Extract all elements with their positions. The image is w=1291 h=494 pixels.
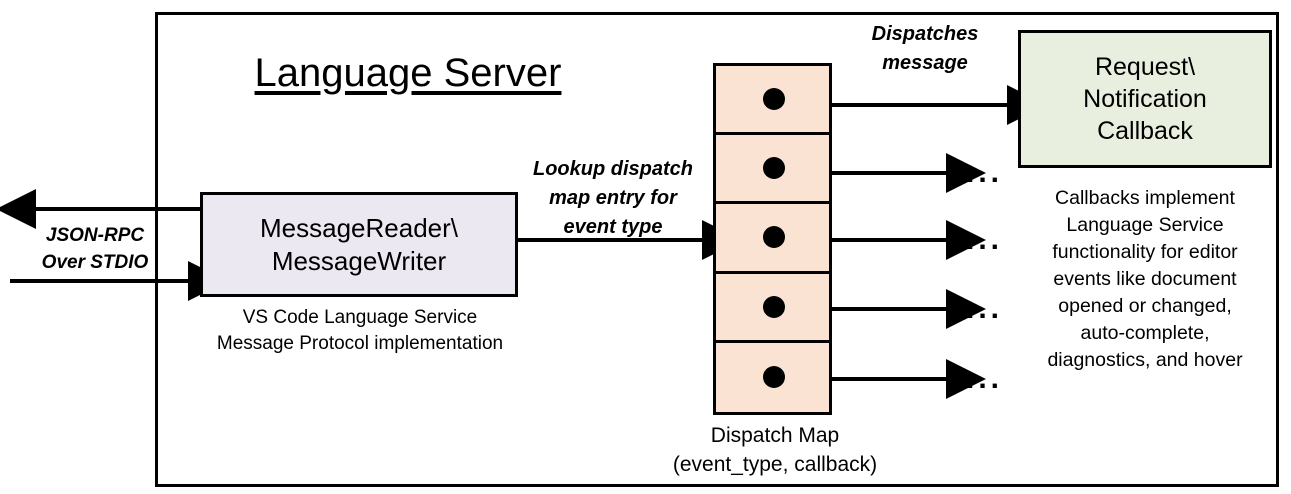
dispatch-row-2-ellipsis: ... xyxy=(966,156,1004,189)
callback-dot-icon xyxy=(763,366,785,389)
callback-caption-line1: Callbacks implement xyxy=(1055,187,1235,209)
callback-dot-icon xyxy=(763,157,785,180)
lookup-label-line2: map entry for xyxy=(549,187,677,209)
dispatch-label-line2: message xyxy=(882,52,968,74)
message-box-caption: VS Code Language Service Message Protoco… xyxy=(190,305,530,357)
dispatch-map-row[interactable] xyxy=(716,135,829,205)
message-box-line2: MessageWriter xyxy=(271,245,447,276)
callback-box-caption: Callbacks implement Language Service fun… xyxy=(1010,185,1280,374)
callback-dot-icon xyxy=(763,295,785,318)
dispatch-row-5-ellipsis: ... xyxy=(966,362,1004,395)
message-reader-writer-box[interactable]: MessageReader\ MessageWriter xyxy=(200,192,518,297)
callback-box-line3: Callback xyxy=(1097,117,1193,145)
callback-caption-line2: Language Service xyxy=(1066,214,1224,236)
jsonrpc-label-line1: JSON-RPC xyxy=(45,225,145,246)
lookup-label-line3: event type xyxy=(563,216,663,238)
dispatch-row-3-ellipsis: ... xyxy=(966,223,1004,256)
language-server-frame xyxy=(155,12,1279,487)
dispatch-edge-label: Dispatches message xyxy=(832,20,1018,78)
dispatch-row-4-ellipsis: ... xyxy=(966,292,1004,325)
callback-caption-line6: auto-complete, xyxy=(1080,322,1210,344)
callback-caption-line7: diagnostics, and hover xyxy=(1047,349,1243,371)
jsonrpc-stdio-label: JSON-RPC Over STDIO xyxy=(20,222,170,276)
callback-dot-icon xyxy=(763,88,785,111)
lookup-label-line1: Lookup dispatch xyxy=(533,158,693,180)
dispatch-map-table[interactable] xyxy=(713,63,832,415)
message-box-caption-line2: Message Protocol implementation xyxy=(216,333,504,354)
lookup-edge-label: Lookup dispatch map entry for event type xyxy=(518,155,708,242)
dispatch-map-row[interactable] xyxy=(716,204,829,274)
jsonrpc-label-line2: Over STDIO xyxy=(41,252,149,273)
dispatch-label-line1: Dispatches xyxy=(871,23,979,45)
callback-caption-line5: opened or changed, xyxy=(1058,295,1232,317)
callback-box-line2: Notification xyxy=(1083,85,1207,113)
message-box-line1: MessageReader\ xyxy=(260,212,458,243)
callback-box-line1: Request\ xyxy=(1094,53,1196,81)
callback-dot-icon xyxy=(763,226,785,249)
dispatch-map-row[interactable] xyxy=(716,343,829,412)
dispatch-map-caption: Dispatch Map (event_type, callback) xyxy=(655,421,895,479)
message-box-caption-line1: VS Code Language Service xyxy=(242,307,478,328)
callback-caption-line4: events like document xyxy=(1053,268,1237,290)
page-title: Language Server xyxy=(254,51,562,95)
dispatch-map-caption-line2: (event_type, callback) xyxy=(672,453,878,476)
dispatch-map-row[interactable] xyxy=(716,274,829,343)
callback-caption-line3: functionality for editor xyxy=(1052,241,1238,263)
request-notification-callback-box[interactable]: Request\ Notification Callback xyxy=(1018,30,1272,168)
dispatch-map-caption-line1: Dispatch Map xyxy=(710,424,840,447)
dispatch-map-row[interactable] xyxy=(716,66,829,136)
